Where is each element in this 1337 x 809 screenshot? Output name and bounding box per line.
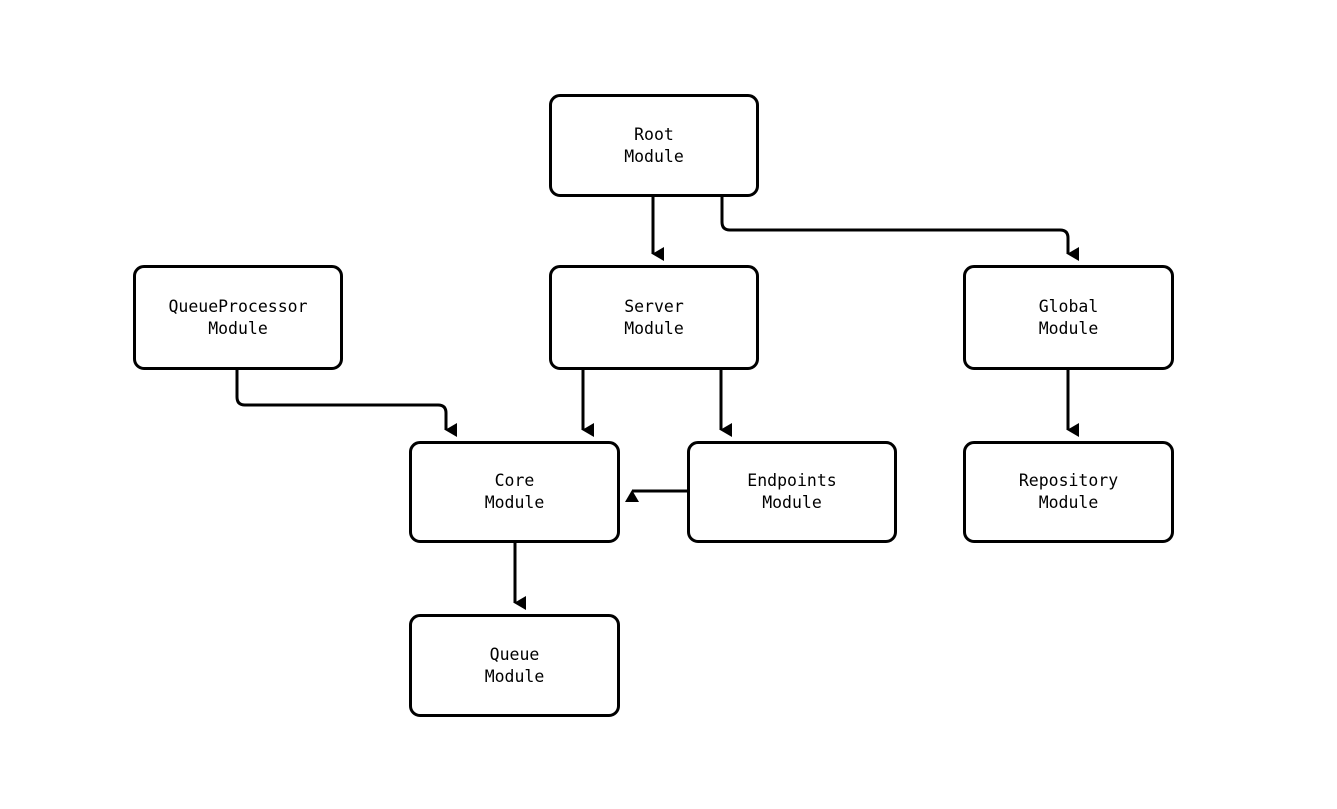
node-subtitle: Module (1038, 493, 1099, 512)
node-subtitle: Module (484, 666, 545, 686)
edge-root-to-global (720, 197, 1079, 261)
node-title: Queue (489, 644, 540, 664)
node-subtitle: Module (1038, 318, 1099, 338)
node-subtitle: Module (208, 318, 268, 338)
node-title: Server (624, 296, 684, 316)
node-title: Core (494, 471, 535, 490)
node-subtitle: Module (624, 318, 684, 338)
node-title: Endpoints (747, 471, 837, 490)
node-title: Global (1038, 296, 1099, 316)
node-title: Root (634, 124, 674, 144)
node-title: QueueProcessor (168, 296, 308, 316)
node-subtitle: Module (762, 493, 822, 512)
node-subtitle: Module (484, 493, 545, 512)
edge-queueprocessor-to-core (235, 370, 457, 437)
node-subtitle: Module (624, 146, 684, 166)
node-title: Repository (1018, 471, 1119, 490)
